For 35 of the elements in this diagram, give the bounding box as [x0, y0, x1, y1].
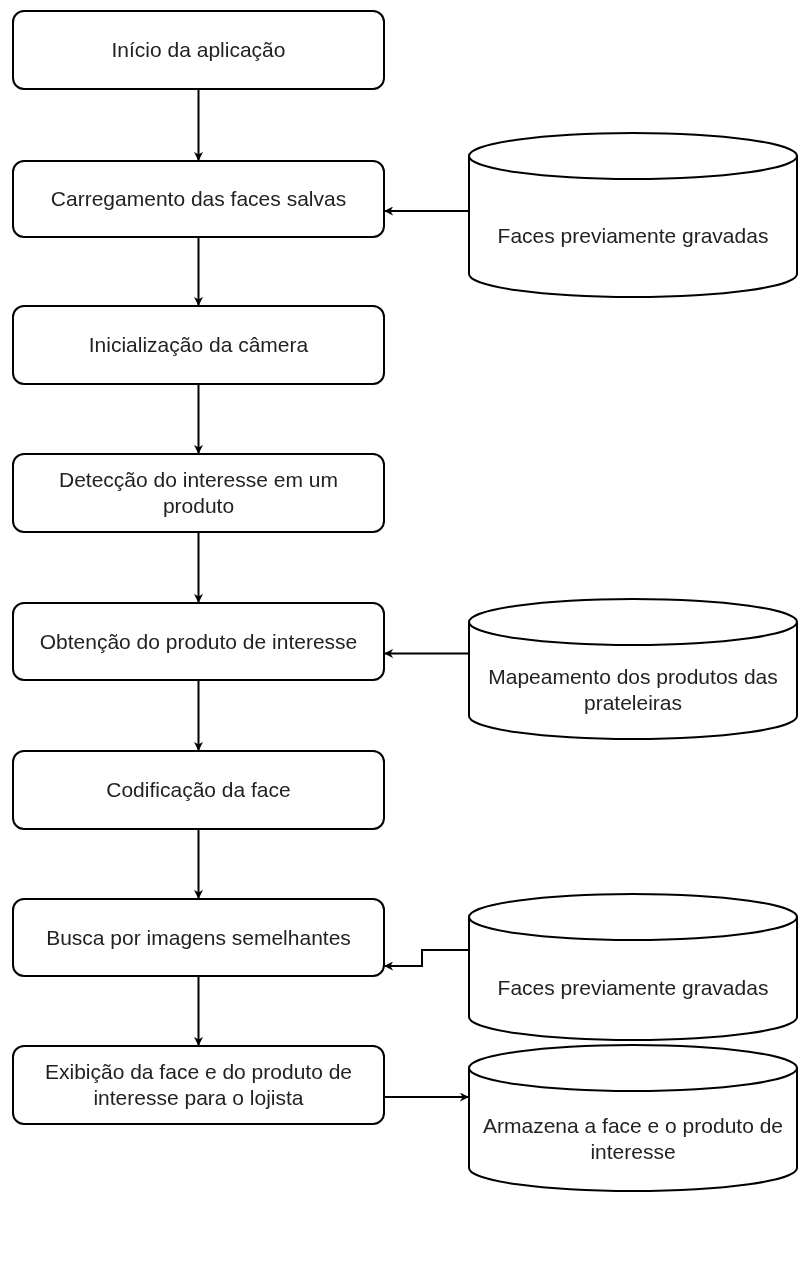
arrow: [384, 949, 469, 971]
arrow: [194, 237, 203, 306]
node-text: Detecção do interesse em um produto: [58, 467, 339, 519]
node-text: Faces previamente gravadas: [496, 975, 770, 1001]
process-box: [12, 1045, 385, 1125]
node-text: Inicialização da câmera: [87, 332, 310, 358]
arrow: [194, 829, 203, 899]
process-box: [12, 750, 385, 830]
process-box: [12, 602, 385, 681]
database-cylinder: [468, 598, 798, 740]
arrow: [194, 384, 203, 454]
database-cylinder: [468, 893, 798, 1041]
node-text: Faces previamente gravadas: [496, 223, 770, 249]
node-text: Busca por imagens semelhantes: [45, 924, 352, 951]
arrow: [384, 206, 469, 216]
node-text: Mapeamento dos produtos das prateleiras: [487, 664, 779, 716]
database-cylinder: [468, 132, 798, 298]
arrow: [384, 1092, 469, 1102]
process-box: [12, 10, 385, 90]
process-box: [12, 160, 385, 238]
arrow: [384, 649, 469, 658]
process-box: [12, 305, 385, 385]
arrow: [194, 680, 203, 751]
node-text: Obtenção do produto de interesse: [38, 628, 359, 655]
database-cylinder: [468, 1044, 798, 1192]
process-box: [12, 898, 385, 977]
arrow: [194, 89, 203, 161]
node-text: Codificação da face: [105, 777, 292, 803]
arrow: [194, 976, 203, 1046]
process-box: [12, 453, 385, 533]
node-text: Início da aplicação: [110, 37, 287, 63]
arrow: [194, 532, 203, 603]
node-text: Carregamento das faces salvas: [49, 186, 348, 212]
node-text: Exibição da face e do produto de interesse para o lojista: [43, 1059, 354, 1111]
node-text: Armazena a face e o produto de interesse: [482, 1113, 784, 1165]
